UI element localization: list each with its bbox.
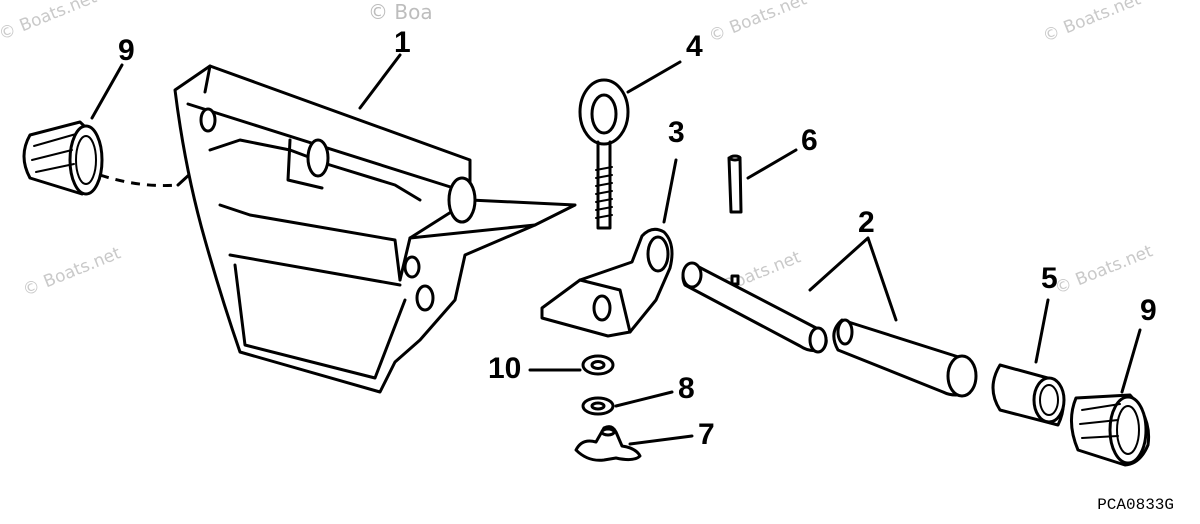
callout-line-1 (358, 53, 402, 110)
washer-10-part (581, 354, 615, 376)
callout-5: 5 (1041, 262, 1058, 295)
knob-left-part (22, 120, 104, 196)
callout-line-9-right (1120, 328, 1142, 394)
callout-1: 1 (394, 26, 411, 59)
callout-line-2 (808, 236, 898, 322)
bracket-part (173, 64, 577, 394)
callout-8: 8 (678, 372, 695, 405)
eye-bolt-part (578, 78, 630, 230)
tube-part (681, 261, 978, 398)
callout-9-right: 9 (1140, 294, 1157, 327)
callout-10: 10 (488, 352, 522, 385)
callout-line-9-left (90, 63, 124, 120)
callout-line-3 (662, 158, 678, 224)
angle-bracket-part (540, 227, 674, 338)
knob-right-part (1070, 393, 1151, 467)
watermark-top: © Boa (368, 0, 433, 24)
callout-4: 4 (686, 30, 703, 63)
washer-8-part (581, 396, 615, 416)
bushing-part (991, 363, 1066, 427)
callout-line-5 (1034, 298, 1050, 364)
callout-line-7 (628, 434, 694, 446)
callout-9-left: 9 (118, 34, 135, 67)
assembly-dash-line (99, 173, 179, 188)
callout-6: 6 (801, 124, 818, 157)
callout-7: 7 (698, 418, 715, 451)
wing-nut-part (574, 425, 642, 462)
drawing-code: PCA0833G (1097, 496, 1174, 514)
callout-line-8 (614, 390, 674, 408)
callout-line-4 (626, 60, 682, 94)
pin-part (727, 154, 743, 214)
callout-line-6 (746, 148, 798, 180)
callout-2: 2 (858, 206, 875, 239)
callout-3: 3 (668, 116, 685, 149)
